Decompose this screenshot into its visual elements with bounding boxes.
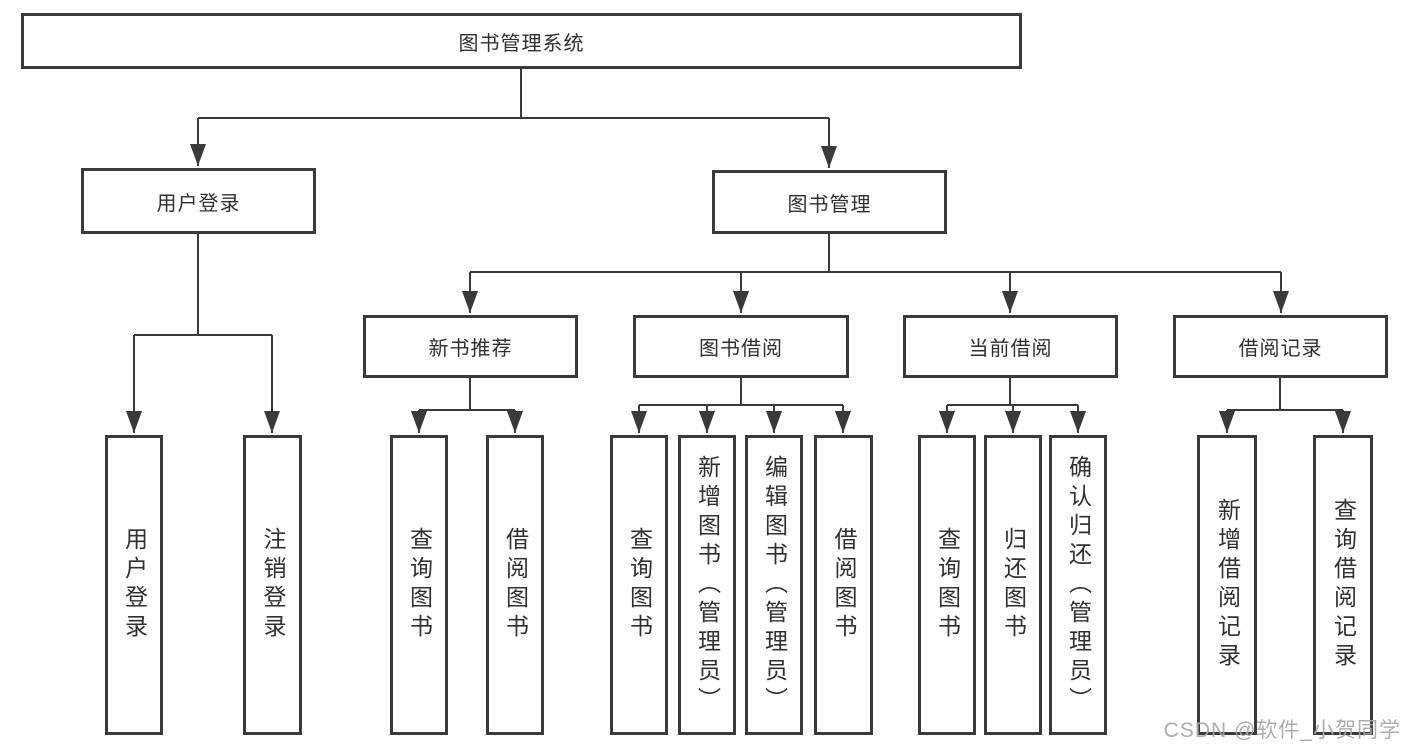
leaf-borrowing-edit-label: 编辑图书（管理员） — [761, 454, 788, 716]
leaf-records-add-label: 新增借阅记录 — [1214, 498, 1241, 672]
leaf-borrowing-borrow: 借阅图书 — [814, 435, 873, 735]
leaf-newbooks-query: 查询图书 — [390, 435, 448, 735]
leaf-current-query-label: 查询图书 — [934, 527, 961, 643]
leaf-borrowing-add-label: 新增图书（管理员） — [694, 454, 721, 716]
node-borrowing-section: 图书借阅 — [633, 315, 849, 378]
node-borrow-records-section-label: 借阅记录 — [1238, 338, 1323, 360]
node-user-login-branch-label: 用户登录 — [156, 192, 241, 215]
leaf-borrowing-add: 新增图书（管理员） — [678, 435, 736, 735]
leaf-current-return: 归还图书 — [984, 435, 1042, 735]
leaf-records-add: 新增借阅记录 — [1197, 435, 1257, 735]
leaf-newbooks-query-label: 查询图书 — [406, 527, 433, 643]
node-user-login-branch: 用户登录 — [81, 168, 316, 234]
leaf-current-confirm: 确认归还（管理员） — [1049, 435, 1107, 735]
node-book-mgmt-branch-label: 图书管理 — [787, 193, 872, 216]
node-new-books-section-label: 新书推荐 — [428, 338, 513, 360]
leaf-current-query: 查询图书 — [918, 435, 976, 735]
leaf-borrowing-query-label: 查询图书 — [626, 527, 653, 643]
node-borrowing-section-label: 图书借阅 — [699, 338, 783, 360]
node-new-books-section: 新书推荐 — [363, 315, 578, 378]
csdn-watermark: CSDN @软件_小贺同学 — [1163, 719, 1401, 742]
leaf-current-return-label: 归还图书 — [1000, 527, 1027, 643]
leaf-user-login: 用户登录 — [105, 435, 163, 735]
leaf-user-login-label: 用户登录 — [121, 527, 148, 643]
node-root-label: 图书管理系统 — [458, 32, 585, 55]
leaf-borrowing-borrow-label: 借阅图书 — [831, 527, 857, 643]
leaf-records-query: 查询借阅记录 — [1313, 435, 1373, 735]
leaf-borrowing-edit: 编辑图书（管理员） — [745, 435, 803, 735]
leaf-newbooks-borrow-label: 借阅图书 — [502, 527, 529, 643]
node-book-mgmt-branch: 图书管理 — [712, 170, 947, 234]
leaf-logout: 注销登录 — [243, 435, 302, 735]
node-borrow-records-section: 借阅记录 — [1173, 315, 1388, 378]
leaf-records-query-label: 查询借阅记录 — [1330, 498, 1357, 672]
leaf-logout-label: 注销登录 — [260, 527, 286, 643]
leaf-current-confirm-label: 确认归还（管理员） — [1065, 454, 1092, 716]
node-current-borrow-section: 当前借阅 — [903, 315, 1118, 378]
leaf-newbooks-borrow: 借阅图书 — [486, 435, 544, 735]
node-root: 图书管理系统 — [21, 13, 1022, 69]
leaf-borrowing-query: 查询图书 — [610, 435, 668, 735]
node-current-borrow-section-label: 当前借阅 — [968, 338, 1053, 360]
